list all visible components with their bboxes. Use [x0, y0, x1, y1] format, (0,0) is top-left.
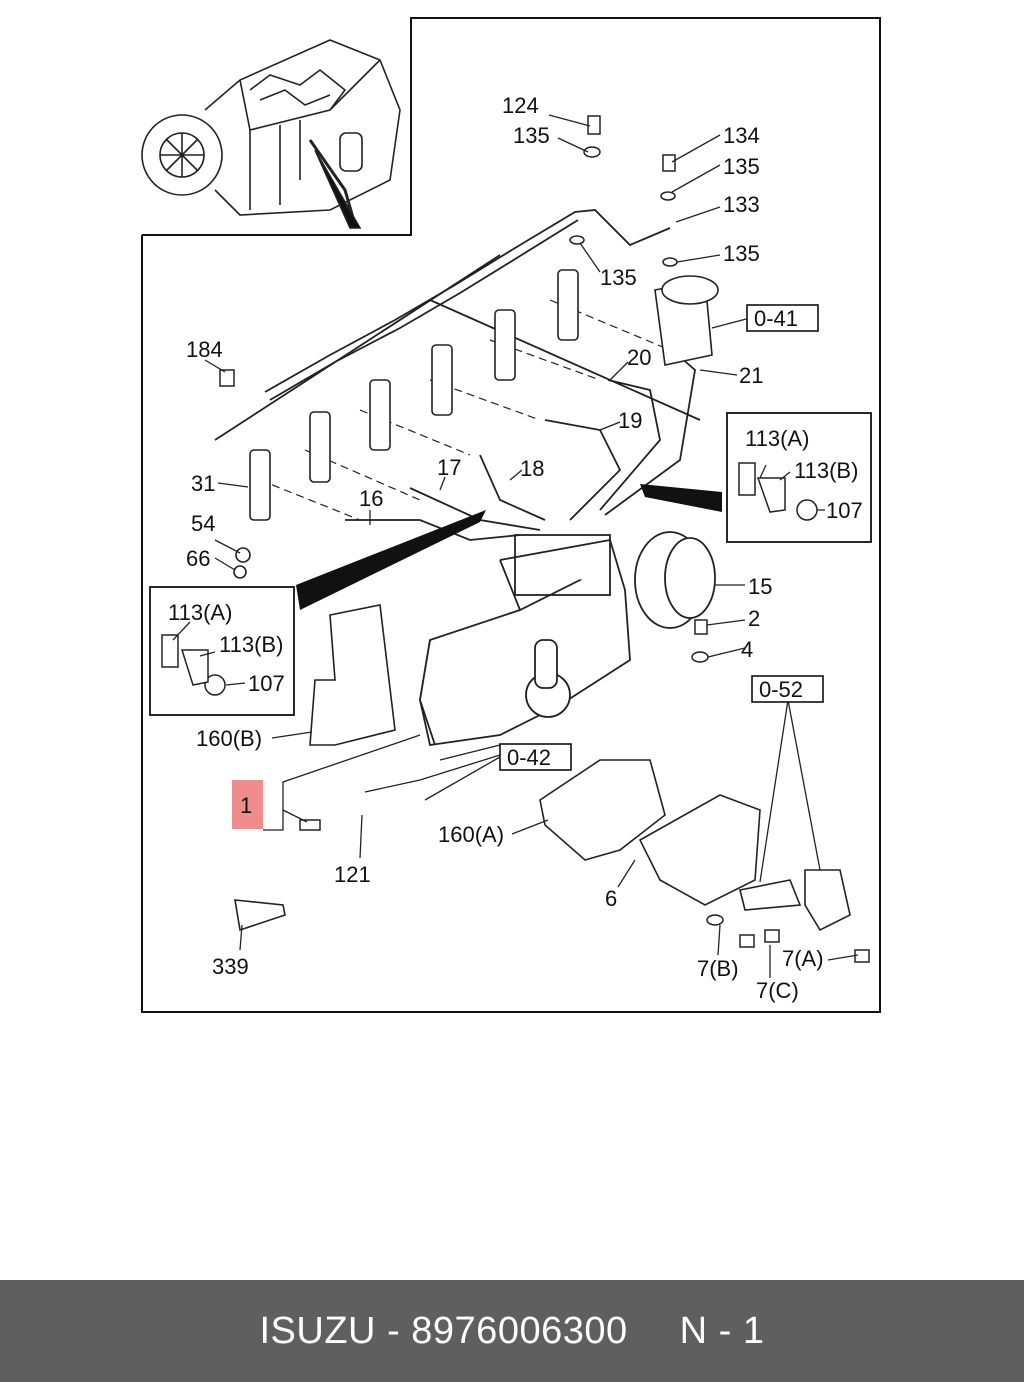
callout-113b-left: 113(B) [219, 632, 283, 657]
engine-overview-illustration [141, 39, 401, 229]
callout-19: 19 [618, 408, 642, 433]
callout-135: 135 [723, 241, 760, 266]
callout-2: 2 [748, 606, 760, 631]
callout-labels: 124 135 134 135 133 135 135 0-41 184 20 … [168, 93, 863, 1003]
timer-housing [634, 531, 716, 629]
callout-113a-right: 113(A) [745, 426, 809, 451]
callout-7c: 7(C) [756, 978, 799, 1003]
callout-121: 121 [334, 862, 371, 887]
leader-lines [172, 114, 859, 978]
fasteners [204, 115, 870, 963]
part-number: 8976006300 [411, 1309, 628, 1352]
reference-0-52: 0-52 [759, 677, 803, 702]
callout-184: 184 [186, 337, 223, 362]
reference-0-41: 0-41 [754, 306, 798, 331]
brand-label: ISUZU [259, 1309, 376, 1352]
diagram-frames [141, 17, 881, 1013]
clip-detail-boxes [149, 412, 872, 716]
callout-31: 31 [191, 471, 215, 496]
pump-brackets [234, 604, 851, 932]
callout-1: 1 [240, 793, 252, 818]
callout-113b-right: 113(B) [794, 458, 858, 483]
callout-160b: 160(B) [196, 726, 262, 751]
callout-135: 135 [723, 154, 760, 179]
callout-7a: 7(A) [782, 946, 824, 971]
part-info-footer: ISUZU - 8976006300 N - 1 [0, 1280, 1024, 1382]
injection-pump [419, 534, 631, 747]
callout-17: 17 [437, 455, 461, 480]
callout-66: 66 [186, 546, 210, 571]
callout-21: 21 [739, 363, 763, 388]
parts-diagram: 124 135 134 135 133 135 135 0-41 184 20 … [141, 17, 881, 1013]
injector-nozzles [233, 269, 579, 579]
callout-339: 339 [212, 954, 249, 979]
clip-parts [161, 462, 786, 686]
callout-20: 20 [627, 345, 651, 370]
separator: - [387, 1309, 401, 1352]
callout-107-right: 107 [826, 498, 863, 523]
callout-16: 16 [359, 486, 383, 511]
injection-pipes [214, 209, 701, 541]
detail-pointers [296, 484, 722, 610]
callout-135: 135 [600, 265, 637, 290]
reference-0-42: 0-42 [507, 745, 551, 770]
quantity-label: N - 1 [679, 1309, 765, 1352]
callout-124: 124 [502, 93, 539, 118]
reference-boxes [499, 304, 824, 771]
fuel-filter [654, 275, 719, 366]
callout-135: 135 [513, 123, 550, 148]
callout-54: 54 [191, 511, 215, 536]
callout-18: 18 [520, 456, 544, 481]
callout-160a: 160(A) [438, 822, 504, 847]
callout-15: 15 [748, 574, 772, 599]
callout-7b: 7(B) [697, 956, 739, 981]
callout-113a-left: 113(A) [168, 600, 232, 625]
callout-4: 4 [741, 637, 753, 662]
callout-107-left: 107 [248, 671, 285, 696]
highlighted-part-marker [232, 780, 263, 829]
callout-134: 134 [723, 123, 760, 148]
callout-6: 6 [605, 886, 617, 911]
callout-133: 133 [723, 192, 760, 217]
